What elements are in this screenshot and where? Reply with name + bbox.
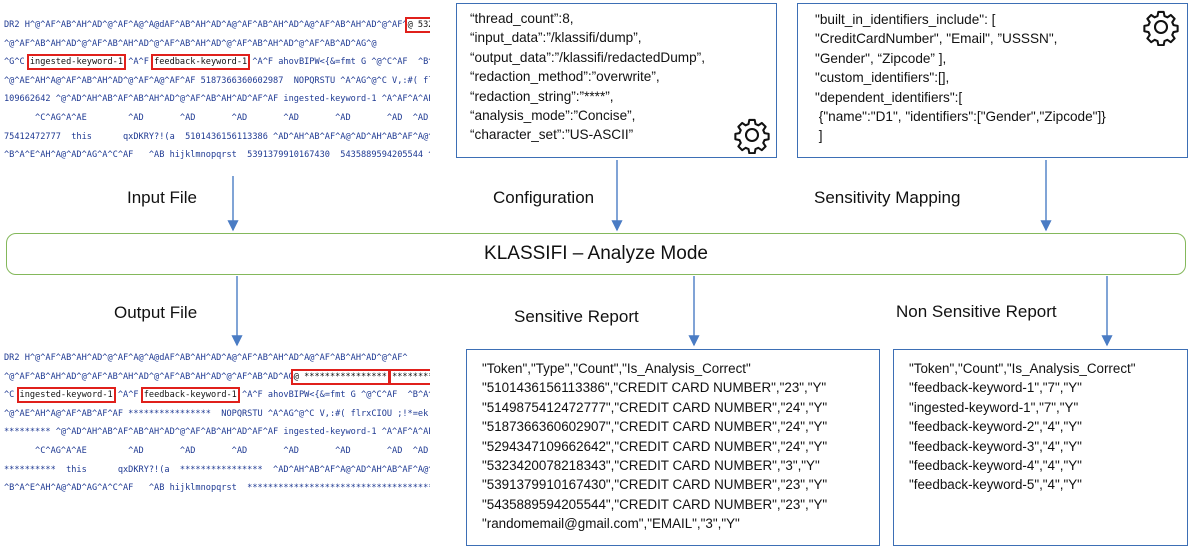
text-line: “redaction_method”:”overwrite”, xyxy=(470,69,660,85)
dump-line: ^C^AG^A^AE ^AD ^AD ^AD ^AD ^AD ^AD ^AD *… xyxy=(4,442,430,461)
dump-line: ^B^A^E^AH^A@^AD^AG^A^C^AF ^AB hijklmnopq… xyxy=(4,479,430,498)
text-line: "5391379910167430","CREDIT CARD NUMBER",… xyxy=(482,477,828,493)
text-line: "5435889594205544","CREDIT CARD NUMBER",… xyxy=(482,496,828,512)
dump-text: ^C xyxy=(4,390,20,401)
text-line: "ingested-keyword-1","7","Y" xyxy=(909,399,1079,415)
highlighted-token: ingested-keyword-1 xyxy=(16,387,116,404)
non-sensitive-report-box: "Token","Count","Is_Analysis_Correct" "fe… xyxy=(893,349,1188,546)
dump-text: ^@^AE^AH^A@^AF^AB^AF^AF ****************… xyxy=(4,408,429,419)
dump-text: ^@^AE^AH^A@^AF^AB^AH^AD^@^AF^A@^AF^AF 51… xyxy=(4,75,430,86)
klassifi-analyze-banner: KLASSIFI – Analyze Mode xyxy=(6,233,1186,275)
input-file-label: Input File xyxy=(127,188,197,207)
text-line: “character_set”:”US-ASCII” xyxy=(470,127,634,143)
text-line: "Token","Count","Is_Analysis_Correct" xyxy=(909,361,1136,376)
dump-text: ^A^F xyxy=(123,57,155,68)
sensitivity-mapping-label: Sensitivity Mapping xyxy=(814,188,961,207)
text-line: "feedback-keyword-5","4","Y" xyxy=(909,477,1082,493)
text-line: "feedback-keyword-4","4","Y" xyxy=(909,458,1082,474)
highlighted-token: @ **************** xyxy=(290,368,390,385)
text-line: "5101436156113386","CREDIT CARD NUMBER",… xyxy=(482,380,827,396)
dump-text: ^@^AF^AB^AH^AD^@^AF^AB^AH^AD^@^AF^AB^AH^… xyxy=(4,371,294,382)
dump-line: ^C^AG^A^AE ^AD ^AD ^AD ^AD ^AD ^AD ^AD 5… xyxy=(4,109,430,128)
text-line: "Token","Type","Count","Is_Analysis_Corr… xyxy=(482,361,751,376)
text-line: “redaction_string”:”****”, xyxy=(470,88,614,104)
text-line: "CreditCardNumber", "Email", ”USSSN", xyxy=(815,31,1058,47)
dump-line: ^C ingested-keyword-1 ^A^F feedback-keyw… xyxy=(4,386,430,405)
highlighted-token: ingested-keyword-1 xyxy=(26,54,127,71)
dump-text: ^A^F ahovBIPW<{&=fmt G ^@^C^AF ^B^A^E^AH xyxy=(242,390,430,401)
text-line: "feedback-keyword-2","4","Y" xyxy=(909,419,1082,435)
sensitive-report-box: "Token","Type","Count","Is_Analysis_Corr… xyxy=(466,349,880,546)
text-line: ] xyxy=(815,128,823,144)
text-line: "5149875412472777","CREDIT CARD NUMBER",… xyxy=(482,399,828,415)
non-sensitive-report-text: "Token","Count","Is_Analysis_Correct" "fe… xyxy=(909,359,1136,495)
dump-text: 75412472777 this qxDKRY?!(a 510143615611… xyxy=(4,131,430,142)
dump-text: 109662642 ^@^AD^AH^AB^AF^AB^AH^AD^@^AF^A… xyxy=(4,94,430,105)
gear-icon xyxy=(734,118,770,154)
output-file-dump: DR2 H^@^AF^AB^AH^AD^@^AF^A@^A@dAF^AB^AH^… xyxy=(4,349,430,498)
text-line: {"name":"D1", "identifiers":["Gender","Z… xyxy=(815,109,1106,125)
sensitivity-mapping-box: "built_in_identifiers_include": [ "Credit… xyxy=(797,3,1188,158)
dump-text: ^A^F xyxy=(112,390,144,401)
text-line: "dependent_identifiers":[ xyxy=(815,89,963,105)
dump-line: ********** this qxDKRY?!(a *************… xyxy=(4,461,430,480)
text-line: "custom_identifiers":[], xyxy=(815,70,950,86)
dump-line: ^@^AE^AH^A@^AF^AB^AH^AD^@^AF^A@^AF^AF 51… xyxy=(4,72,430,91)
configuration-box: “thread_count”:8, “input_data”:”/klassifi… xyxy=(456,3,777,158)
dump-text: ^@^AF^AB^AH^AD^@^AF^AB^AH^AD^@^AF^AB^AH^… xyxy=(4,38,382,49)
text-line: "feedback-keyword-1","7","Y" xyxy=(909,380,1082,396)
dump-line: ^@^AF^AB^AH^AD^@^AF^AB^AH^AD^@^AF^AB^AH^… xyxy=(4,368,430,387)
input-file-dump: DR2 H^@^AF^AB^AH^AD^@^AF^A@^A@dAF^AB^AH^… xyxy=(4,16,430,165)
dump-line: ^@^AF^AB^AH^AD^@^AF^AB^AH^AD^@^AF^AB^AH^… xyxy=(4,35,430,54)
dump-text: DR2 H^@^AF^AB^AH^AD^@^AF^A@^A@dAF^AB^AH^… xyxy=(4,353,408,363)
sensitivity-mapping-text: "built_in_identifiers_include": [ "Credit… xyxy=(815,10,1106,146)
dump-text: ^G^C xyxy=(4,57,30,68)
dump-text: ********** this qxDKRY?!(a *************… xyxy=(4,464,430,475)
dump-text: ********* ^@^AD^AH^AB^AF^AB^AH^AD^@^AF^A… xyxy=(4,427,430,438)
dump-line: ^B^A^E^AH^A@^AD^AG^A^C^AF ^AB hijklmnopq… xyxy=(4,146,430,165)
configuration-text: “thread_count”:8, “input_data”:”/klassifi… xyxy=(470,9,705,145)
dump-line: ^G^C ingested-keyword-1 ^A^F feedback-ke… xyxy=(4,53,430,72)
dump-text: DR2 H^@^AF^AB^AH^AD^@^AF^A@^A@dAF^AB^AH^… xyxy=(4,20,408,30)
highlighted-token: feedback-keyword-1 xyxy=(140,387,240,404)
text-line: "5294347109662642","CREDIT CARD NUMBER",… xyxy=(482,438,828,454)
text-line: “thread_count”:8, xyxy=(470,11,574,26)
sensitive-report-label: Sensitive Report xyxy=(514,307,639,326)
dump-text: ^B^A^E^AH^A@^AD^AG^A^C^AF ^AB hijklmnopq… xyxy=(4,483,430,494)
dump-text: ^A^F ahovBIPW<{&=fmt G ^@^C^AF ^B^A^E^AH xyxy=(252,57,430,68)
text-line: "Gender", “Zipcode” ], xyxy=(815,50,947,66)
configuration-label: Configuration xyxy=(493,188,595,207)
dump-line: ********* ^@^AD^AH^AB^AF^AB^AH^AD^@^AF^A… xyxy=(4,423,430,442)
highlighted-token: feedback-keyword-1 xyxy=(151,54,251,71)
text-line: "built_in_identifiers_include": [ xyxy=(815,12,996,27)
non-sensitive-report-label: Non Sensitive Report xyxy=(896,302,1057,321)
highlighted-token: @ 5323420078218343 xyxy=(404,17,430,33)
text-line: "5187366360602907","CREDIT CARD NUMBER",… xyxy=(482,419,828,435)
text-line: “input_data”:”/klassifi/dump”, xyxy=(470,30,642,46)
text-line: "randomemail@gmail.com","EMAIL","3","Y" xyxy=(482,516,740,532)
dump-text: ^C^AG^A^AE ^AD ^AD ^AD ^AD ^AD ^AD ^AD 5… xyxy=(4,112,430,123)
dump-text: ^C^AG^A^AE ^AD ^AD ^AD ^AD ^AD ^AD ^AD *… xyxy=(4,445,430,456)
sensitive-report-text: "Token","Type","Count","Is_Analysis_Corr… xyxy=(482,359,827,534)
dump-line: ^@^AE^AH^A@^AF^AB^AF^AF ****************… xyxy=(4,405,430,424)
text-line: “output_data”:”/klassifi/redactedDump”, xyxy=(470,49,705,65)
dump-line: 75412472777 this qxDKRY?!(a 510143615611… xyxy=(4,128,430,147)
dump-line: 109662642 ^@^AD^AH^AB^AF^AB^AH^AD^@^AF^A… xyxy=(4,90,430,109)
highlighted-token: ********************* xyxy=(389,368,430,385)
gear-icon xyxy=(1143,10,1179,46)
dump-line: DR2 H^@^AF^AB^AH^AD^@^AF^A@^A@dAF^AB^AH^… xyxy=(4,16,430,35)
text-line: "feedback-keyword-3","4","Y" xyxy=(909,438,1082,454)
text-line: “analysis_mode”:”Concise”, xyxy=(470,108,636,124)
dump-line: DR2 H^@^AF^AB^AH^AD^@^AF^A@^A@dAF^AB^AH^… xyxy=(4,349,430,368)
output-file-label: Output File xyxy=(114,303,198,322)
dump-text: ^B^A^E^AH^A@^AD^AG^A^C^AF ^AB hijklmnopq… xyxy=(4,150,430,161)
text-line: "5323420078218343","CREDIT CARD NUMBER",… xyxy=(482,458,820,474)
